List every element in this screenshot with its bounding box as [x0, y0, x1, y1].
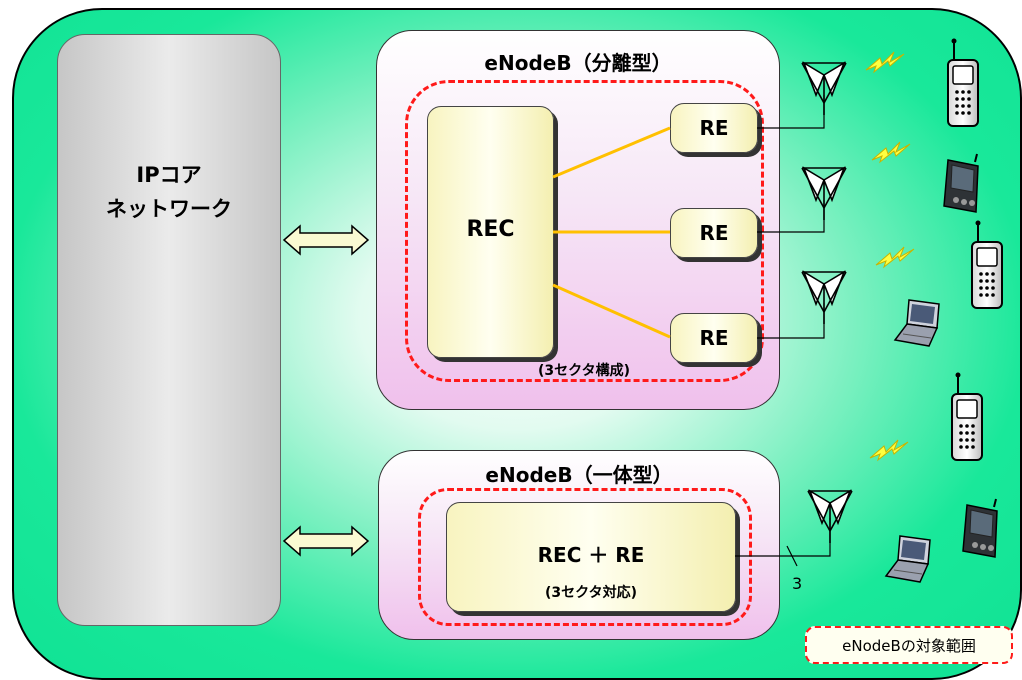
mobile-phone-icon	[951, 371, 983, 461]
lightning-icon	[865, 51, 905, 73]
rec-re-connectors	[552, 126, 671, 339]
legend-box: eNodeBの対象範囲	[805, 626, 1013, 664]
mobile-phone-icon	[947, 37, 979, 127]
line-count-label: 3	[792, 574, 803, 593]
enodeb-integrated-title: eNodeB（一体型）	[485, 463, 673, 487]
sector-support-note: (3セクタ対応)	[545, 585, 637, 601]
double-arrow-icon	[282, 224, 370, 256]
antenna-icon	[801, 271, 847, 325]
ip-core-label-line1: IPコア	[136, 163, 202, 187]
rec-box: REC	[427, 106, 554, 358]
double-arrow-icon	[282, 525, 370, 557]
re-box-3: RE	[670, 313, 758, 363]
scope-dashed-border-integrated	[418, 488, 752, 626]
scope-dashed-border-separated	[405, 80, 764, 382]
rec-re-unit-box: REC ＋ RE (3セクタ対応)	[446, 502, 736, 612]
re-label-1: RE	[699, 116, 729, 140]
antenna-icon	[801, 62, 847, 116]
pda-icon	[962, 498, 998, 558]
laptop-icon	[894, 299, 940, 347]
re-box-2: RE	[670, 208, 758, 258]
sector-config-note: (3セクタ構成)	[538, 363, 630, 379]
lightning-icon	[871, 141, 911, 163]
ip-core-network: IPコア ネットワーク	[57, 34, 281, 626]
re-box-1: RE	[670, 103, 758, 153]
re-label-3: RE	[699, 326, 729, 350]
rec-re-label: REC ＋ RE	[537, 543, 645, 567]
lightning-icon	[875, 246, 915, 268]
ip-core-label-line2: ネットワーク	[106, 197, 232, 221]
enodeb-separated-title: eNodeB（分離型）	[484, 51, 672, 75]
pda-icon	[943, 153, 979, 213]
re-label-2: RE	[699, 221, 729, 245]
mobile-phone-icon	[971, 219, 1003, 309]
laptop-icon	[885, 535, 931, 583]
lightning-icon	[869, 439, 909, 461]
legend-label: eNodeBの対象範囲	[842, 637, 976, 655]
antenna-icon	[807, 490, 853, 544]
antenna-icon	[801, 167, 847, 221]
rec-label: REC	[466, 217, 515, 242]
